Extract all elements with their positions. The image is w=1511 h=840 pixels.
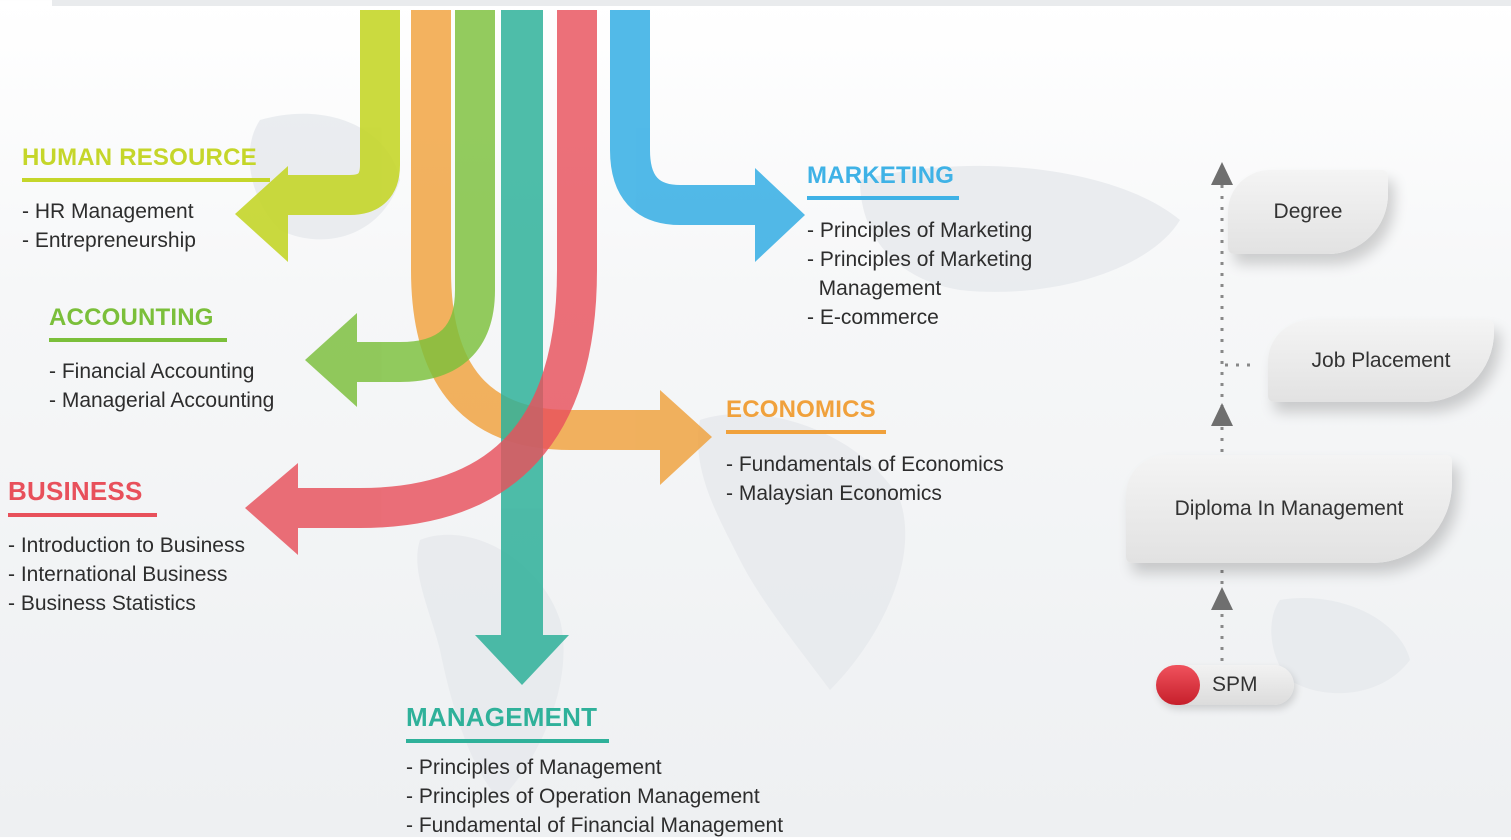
list-item: - Financial Accounting [49, 360, 255, 383]
management-subjects: - Principles of Management - Principles … [406, 753, 783, 840]
human-resource-arrow [235, 10, 400, 262]
marketing-arrow [610, 10, 805, 262]
business-subjects: - Introduction to Business - Internation… [8, 531, 245, 618]
list-item: - Malaysian Economics [726, 482, 942, 505]
list-item: Management [807, 277, 942, 300]
business-arrow [245, 10, 597, 555]
list-item: - Principles of Management [406, 756, 662, 779]
list-item: - Fundamental of Financial Management [406, 814, 784, 837]
job-placement-card: Job Placement [1268, 320, 1494, 402]
list-item: - Business Statistics [8, 592, 196, 615]
arrow-up-icon [1211, 587, 1233, 610]
economics-subjects: - Fundamentals of Economics - Malaysian … [726, 450, 1004, 508]
list-item: - Managerial Accounting [49, 389, 275, 412]
accounting-arrow [305, 10, 495, 407]
spm-label: SPM [1212, 673, 1258, 696]
job-placement-label: Job Placement [1311, 349, 1451, 372]
list-item: - E-commerce [807, 306, 939, 329]
business-heading: BUSINESS [8, 476, 157, 517]
management-arrow [475, 10, 569, 685]
arrow-up-icon [1211, 403, 1233, 426]
diploma-label: Diploma In Management [1174, 497, 1404, 520]
list-item: - Principles of Operation Management [406, 785, 760, 808]
spm-badge: SPM [1156, 665, 1294, 705]
list-item: - Principles of Marketing [807, 248, 1033, 271]
list-item: - Introduction to Business [8, 534, 245, 557]
top-bar [52, 0, 1511, 6]
human-resource-heading: HUMAN RESOURCE [22, 144, 270, 182]
accounting-subjects: - Financial Accounting - Managerial Acco… [49, 357, 274, 415]
pathway-connector [1211, 162, 1253, 665]
marketing-subjects: - Principles of Marketing - Principles o… [807, 216, 1032, 332]
list-item: - Fundamentals of Economics [726, 453, 1004, 476]
arrow-up-icon [1211, 162, 1233, 185]
management-heading: MANAGEMENT [406, 702, 609, 743]
list-item: - Entrepreneurship [22, 229, 196, 252]
diploma-card: Diploma In Management [1126, 455, 1452, 563]
list-item: - Principles of Marketing [807, 219, 1033, 242]
marketing-heading: MARKETING [807, 162, 959, 200]
list-item: - International Business [8, 563, 228, 586]
economics-heading: ECONOMICS [726, 396, 886, 434]
spm-pill-icon [1156, 665, 1200, 705]
human-resource-subjects: - HR Management - Entrepreneurship [22, 197, 196, 255]
degree-label: Degree [1273, 200, 1343, 223]
degree-card: Degree [1228, 170, 1388, 254]
list-item: - HR Management [22, 200, 194, 223]
accounting-heading: ACCOUNTING [49, 304, 227, 342]
